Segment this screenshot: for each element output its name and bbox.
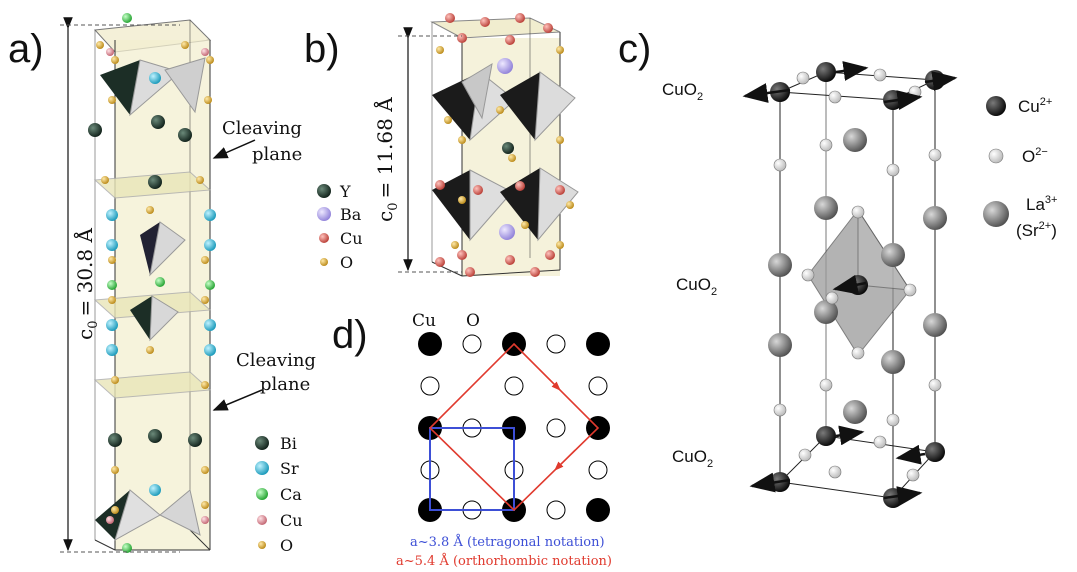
legend-b-ba: Ba xyxy=(340,205,362,224)
legend-b-ba-swatch xyxy=(317,207,331,221)
legend-b: Y Ba Cu O xyxy=(317,182,363,272)
col-label-cu: Cu xyxy=(412,311,436,331)
layer-label-bottom: CuO2 xyxy=(672,447,713,470)
panel-d: d) Cu O a~3.8 Å xyxy=(332,311,612,569)
legend-b-o-swatch xyxy=(320,258,328,266)
legend-c-cu: Cu2+ xyxy=(1018,96,1052,116)
cleaving-plane-bottom: Cleaving plane xyxy=(212,350,316,411)
legend-c-o: O2− xyxy=(1022,146,1048,166)
caption-orthorhombic: a~5.4 Å (orthorhombic notation) xyxy=(396,553,612,569)
legend-a-cu: Cu xyxy=(280,511,303,530)
orthorhombic-arrows xyxy=(539,369,576,471)
ybco-unit-cell xyxy=(430,17,579,277)
svg-text:plane: plane xyxy=(252,144,302,165)
legend-a-bi-swatch xyxy=(255,436,269,450)
panel-c-spin-arrows xyxy=(742,61,958,507)
svg-text:plane: plane xyxy=(260,374,310,395)
legend-a-ca-swatch xyxy=(256,488,268,500)
svg-text:Cleaving: Cleaving xyxy=(222,118,302,139)
legend-a-o-swatch xyxy=(258,541,266,549)
panel-b-atoms xyxy=(435,13,574,277)
orthorhombic-cell xyxy=(428,342,600,512)
legend-b-cu-swatch xyxy=(319,233,329,243)
legend-b-cu: Cu xyxy=(340,229,363,248)
panel-a: a) xyxy=(8,13,316,555)
panel-a-letter: a) xyxy=(8,27,44,71)
legend-b-y-swatch xyxy=(317,184,331,198)
layer-label-top: CuO2 xyxy=(662,80,703,103)
c0-label-b: c0= 11.68 Å xyxy=(372,97,401,222)
legend-c-o-swatch xyxy=(988,148,1004,164)
c0-dimension-b: c0= 11.68 Å xyxy=(372,27,462,273)
legend-c-cu-swatch xyxy=(986,96,1006,116)
legend-a: Bi Sr Ca Cu O xyxy=(255,434,303,555)
panel-c: c) xyxy=(618,27,1057,508)
panel-c-o-atoms xyxy=(773,68,942,482)
panel-c-letter: c) xyxy=(618,27,651,71)
col-label-o: O xyxy=(466,311,480,331)
c0-dimension-a: c0= 30.8 Å xyxy=(60,17,180,553)
panel-a-atoms xyxy=(88,13,216,553)
legend-b-y: Y xyxy=(339,182,351,201)
legend-a-sr: Sr xyxy=(280,459,299,478)
layer-label-middle: CuO2 xyxy=(676,275,717,298)
legend-a-o: O xyxy=(280,536,293,555)
legend-c: Cu2+ O2− La3+ (Sr2+) xyxy=(983,96,1057,240)
legend-a-sr-swatch xyxy=(255,461,269,475)
legend-c-sr: (Sr2+) xyxy=(1016,220,1057,240)
caption-tetragonal: a~3.8 Å (tetragonal notation) xyxy=(410,534,605,550)
legend-b-o: O xyxy=(340,253,353,272)
c0-label-a: c0= 30.8 Å xyxy=(72,228,101,340)
panel-b-letter: b) xyxy=(304,27,340,71)
legend-a-ca: Ca xyxy=(280,485,302,504)
panel-b: b) xyxy=(304,13,579,277)
tetragonal-cell xyxy=(429,427,515,511)
svg-text:Cleaving: Cleaving xyxy=(236,350,316,371)
panel-c-la-atoms xyxy=(768,128,947,424)
cleaving-plane-top: Cleaving plane xyxy=(212,118,302,165)
panel-d-letter: d) xyxy=(332,313,368,357)
legend-c-la-swatch xyxy=(983,201,1009,227)
legend-a-cu-swatch xyxy=(257,515,267,525)
legend-c-la: La3+ xyxy=(1026,194,1057,214)
legend-a-bi: Bi xyxy=(280,434,297,453)
